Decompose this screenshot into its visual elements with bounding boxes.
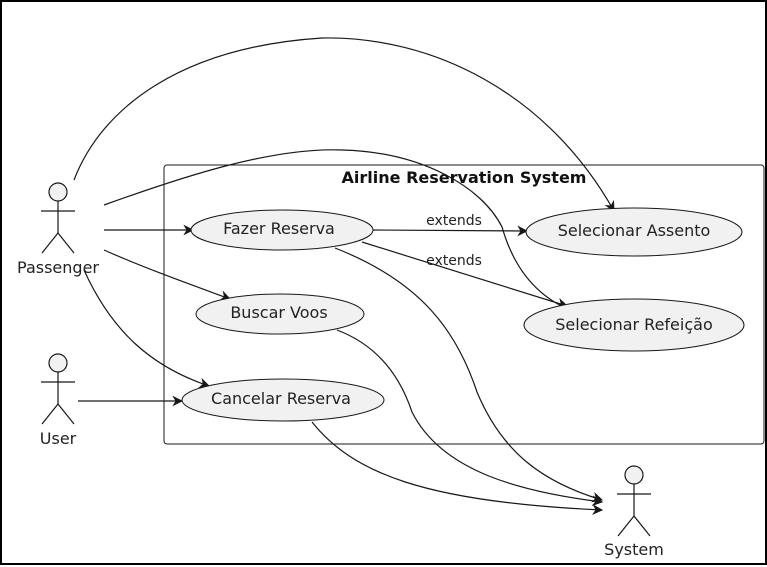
use-case-selecionar-assento-label: Selecionar Assento: [558, 221, 711, 240]
system-boundary: Airline Reservation System: [163, 164, 765, 445]
use-case-fazer-reserva[interactable]: Fazer Reserva: [190, 209, 374, 251]
edge-fazer-reserva-system: [334, 247, 604, 503]
edges: [73, 37, 615, 515]
edge-passenger-selecionar-assento: [73, 37, 615, 212]
edge-passenger-buscar-voos: [103, 249, 232, 301]
use-case-buscar-voos-label: Buscar Voos: [230, 303, 327, 322]
extends-label-refeicao: extends: [426, 253, 482, 269]
edge-buscar-voos-system: [336, 329, 604, 507]
edge-cancelar-reserva-system: [311, 421, 604, 515]
actor-user[interactable]: User: [40, 353, 77, 448]
edge-extends-assento: [371, 225, 529, 237]
use-case-buscar-voos[interactable]: Buscar Voos: [195, 293, 365, 335]
stick-figure-icon: [41, 353, 75, 425]
actor-system[interactable]: System: [604, 465, 664, 559]
actor-passenger[interactable]: Passenger: [17, 182, 99, 277]
stick-figure-icon: [617, 465, 651, 537]
use-case-fazer-reserva-label: Fazer Reserva: [223, 219, 335, 238]
use-case-selecionar-assento[interactable]: Selecionar Assento: [525, 207, 743, 257]
stick-figure-icon: [41, 182, 75, 254]
actor-system-label: System: [604, 540, 664, 559]
use-case-cancelar-reserva[interactable]: Cancelar Reserva: [181, 378, 385, 422]
edge-passenger-cancelar-reserva: [83, 269, 211, 389]
edge-extends-refeicao: [361, 241, 569, 309]
use-case-cancelar-reserva-label: Cancelar Reserva: [211, 389, 351, 408]
extends-label-assento: extends: [426, 213, 482, 229]
use-case-selecionar-refeicao-label: Selecionar Refeição: [555, 315, 712, 334]
edge-passenger-selecionar-refeicao: [103, 149, 571, 312]
use-case-selecionar-refeicao[interactable]: Selecionar Refeição: [523, 298, 745, 352]
actor-user-label: User: [40, 429, 77, 448]
actor-passenger-label: Passenger: [17, 258, 99, 277]
system-boundary-title: Airline Reservation System: [342, 168, 587, 187]
